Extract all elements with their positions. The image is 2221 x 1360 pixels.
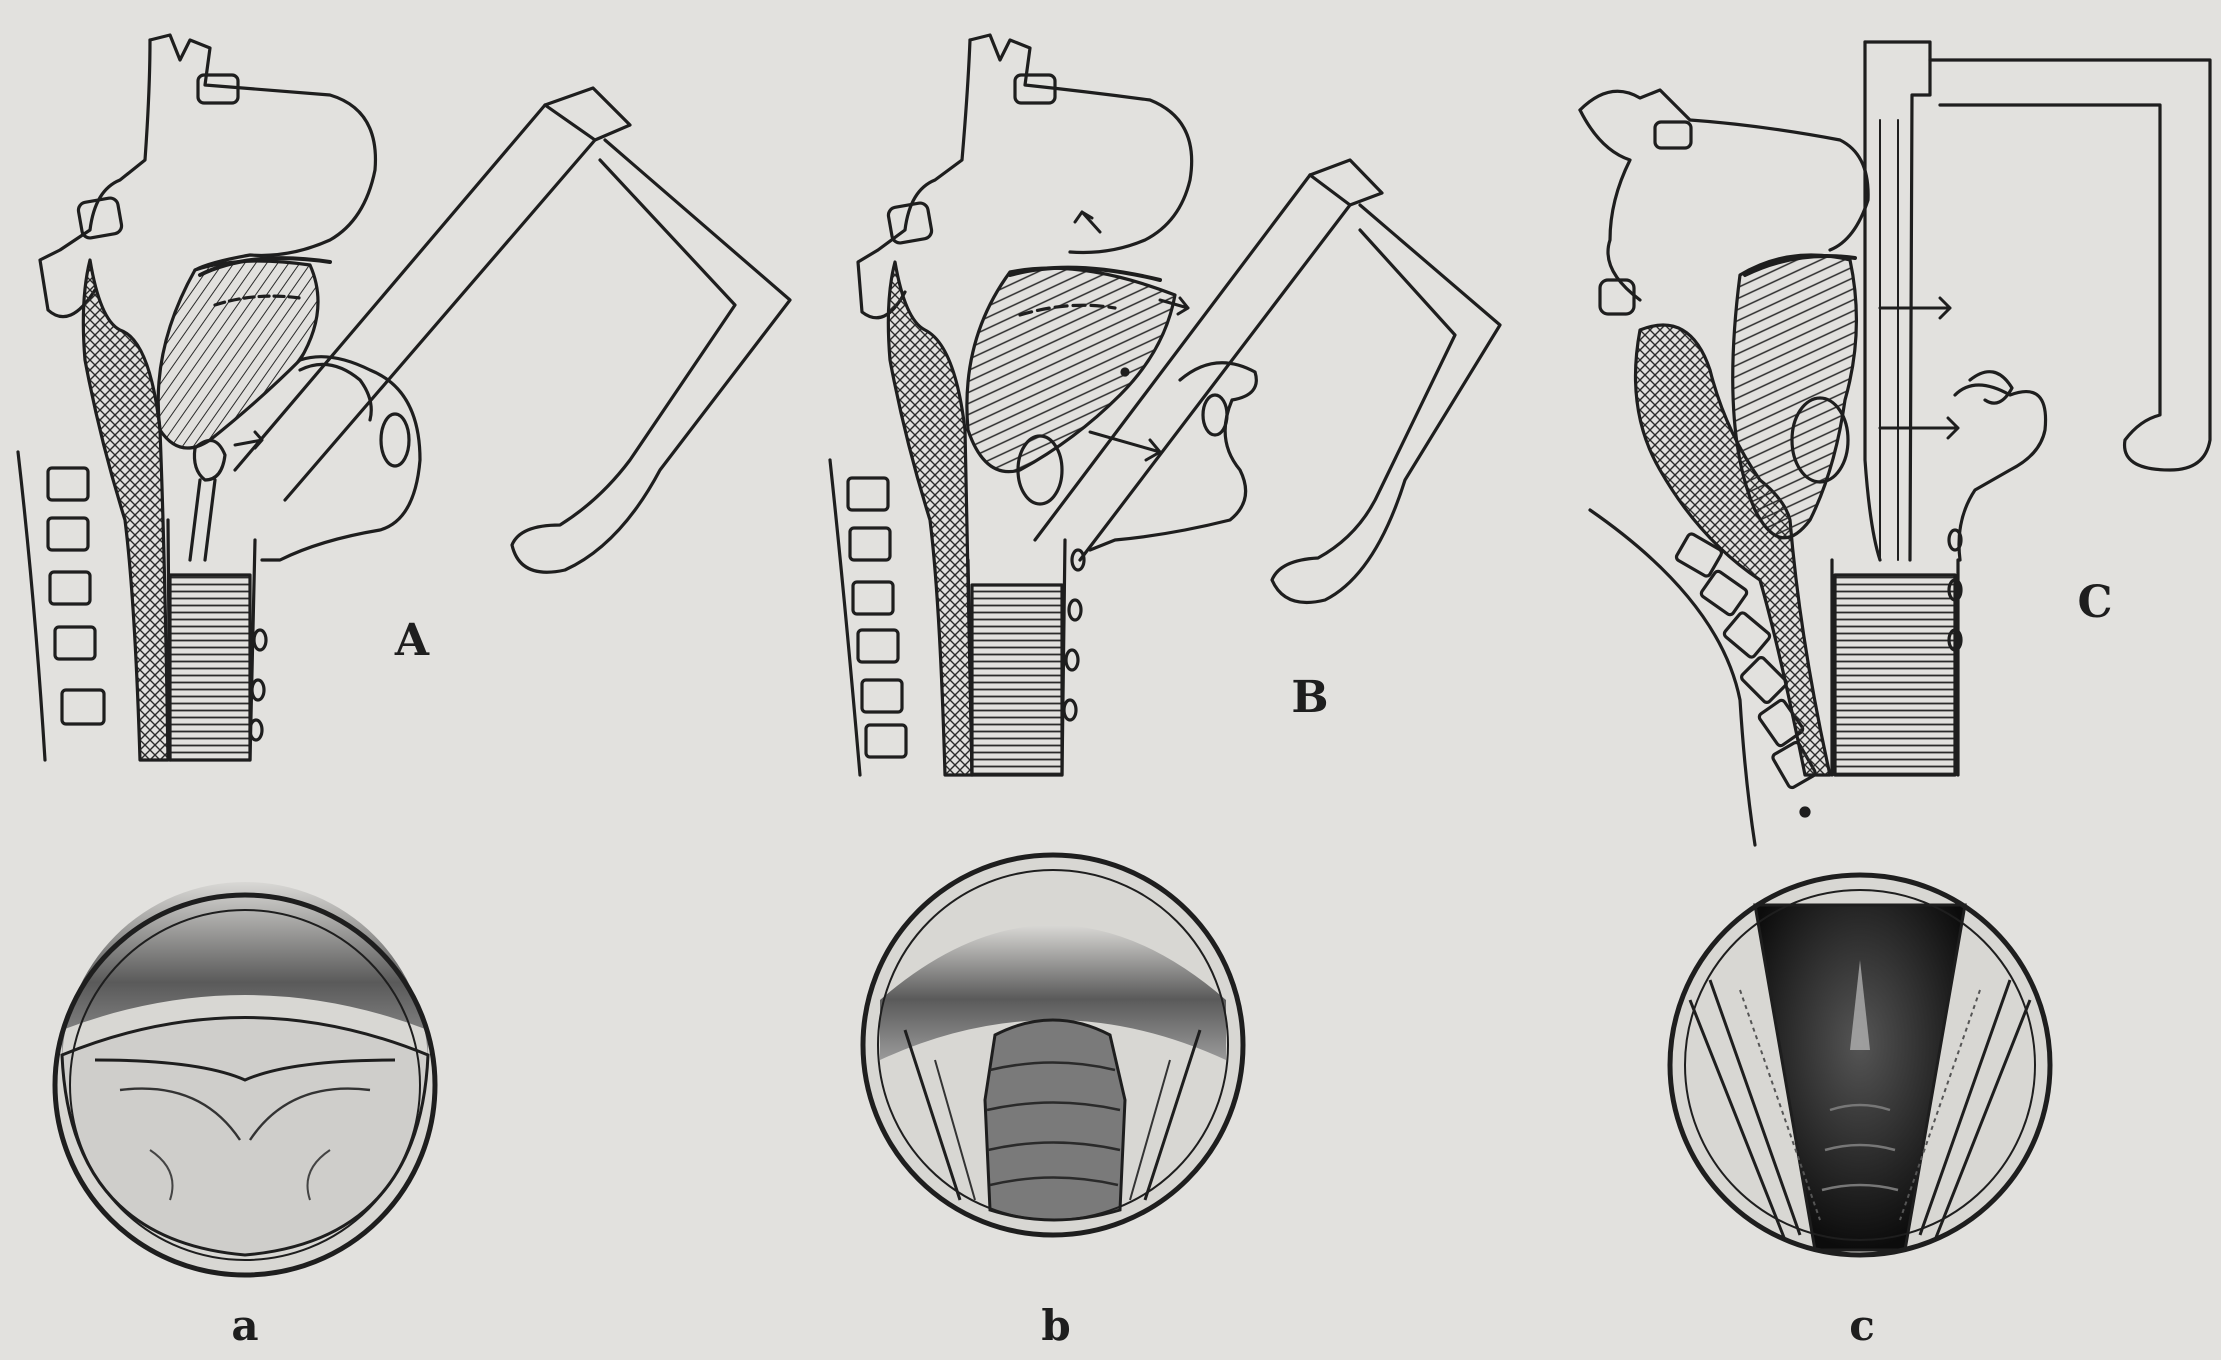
sagittal-section-B [830,35,1500,775]
view-label-c: c [1849,1301,1875,1350]
panel-label-A: A [394,615,430,666]
view-label-a: a [231,1301,258,1350]
sagittal-section-C [1580,42,2210,845]
vertebrae-B [848,478,906,757]
laryngoscopic-view-a [55,882,435,1275]
laryngoscopic-view-c [1670,875,2050,1255]
panel-label-B: B [1291,672,1328,723]
vertebrae-A [48,468,104,724]
laryngoscopic-view-b [863,855,1243,1235]
panel-label-C: C [2077,577,2112,628]
view-label-b: b [1041,1301,1070,1350]
